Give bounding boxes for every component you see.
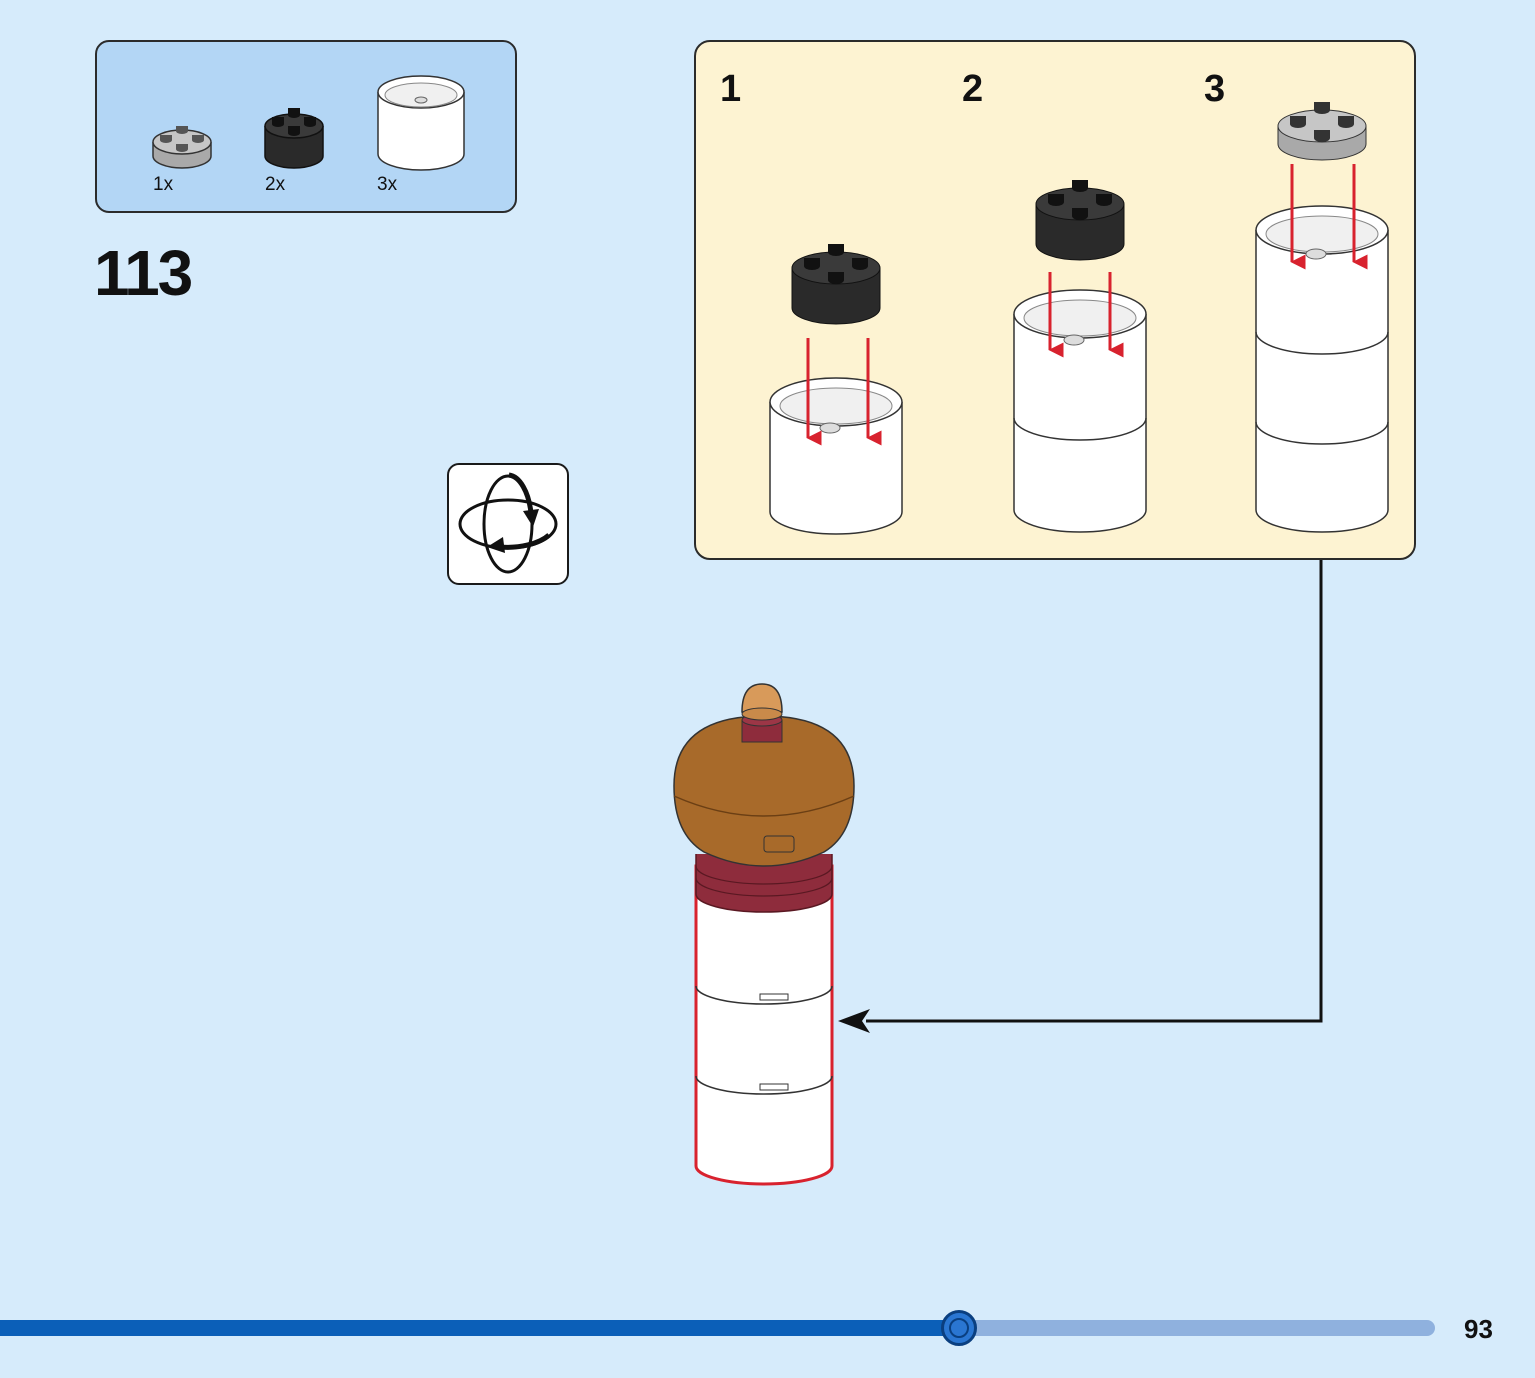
page-progress-bar [0, 1320, 1435, 1336]
white-round-brick-icon [377, 75, 465, 171]
substep-label-3: 3 [1204, 68, 1226, 110]
substep-label-1: 1 [720, 68, 742, 110]
parts-list-callout: 1x 2x 3x [95, 40, 517, 213]
light-gray-round-plate-icon [152, 126, 212, 169]
substep-label-2: 2 [962, 68, 984, 110]
substeps-illustration [769, 102, 1389, 535]
part-quantity: 2x [265, 174, 286, 195]
main-model-illustration [673, 683, 855, 1186]
arrowhead-icon [838, 1009, 870, 1033]
page-progress-knob [941, 1310, 977, 1346]
substep-3-assembly [1255, 102, 1389, 533]
part-quantity: 3x [377, 174, 398, 195]
rotate-model-icon [458, 472, 558, 574]
step-number: 113 [94, 237, 193, 309]
substep-2-assembly [1013, 180, 1147, 533]
black-round-plate-icon [264, 108, 324, 169]
part-quantity: 1x [153, 174, 174, 195]
page-number: 93 [1464, 1314, 1493, 1344]
substeps-callout: 1 2 3 [694, 40, 1416, 560]
rotate-model-callout [447, 463, 569, 585]
substep-1-assembly [769, 244, 903, 535]
page-progress-fill [0, 1320, 959, 1336]
